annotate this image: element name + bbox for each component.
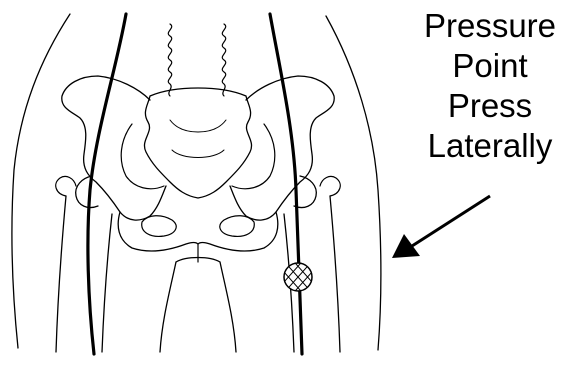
obturator-right [220, 216, 254, 237]
crosshatch-circle-icon [264, 255, 332, 307]
caption-line-4: Laterally [400, 126, 580, 166]
caption-line-2: Point [400, 46, 580, 86]
femoral-artery-left [88, 14, 126, 354]
caption-line-1: Pressure [400, 6, 580, 46]
inner-thigh-right [220, 262, 236, 352]
arrow-down-left-icon [392, 196, 490, 258]
caption-line-3: Press [400, 86, 580, 126]
femoral-artery-right [270, 14, 302, 354]
pressure-point-caption: Pressure Point Press Laterally [400, 6, 580, 166]
femur-left-inner [102, 214, 112, 352]
inner-thigh-left [160, 262, 176, 352]
spine-nerve-left [168, 24, 171, 96]
femur-left-outer [56, 196, 66, 352]
spine-nerve-right [222, 24, 225, 96]
trochanter-left [56, 176, 76, 196]
obturator-left [142, 216, 176, 237]
femur-right-outer [330, 196, 340, 352]
left-ilium [62, 76, 166, 220]
pelvic-rim-right [232, 124, 275, 189]
sacrum-inner [170, 120, 226, 158]
trochanter-right [320, 176, 340, 196]
sacrum [144, 88, 251, 198]
body-outline-right [326, 16, 381, 350]
body-outline-left [12, 14, 70, 348]
right-ilium [230, 76, 334, 220]
pelvic-rim-left [121, 124, 164, 189]
